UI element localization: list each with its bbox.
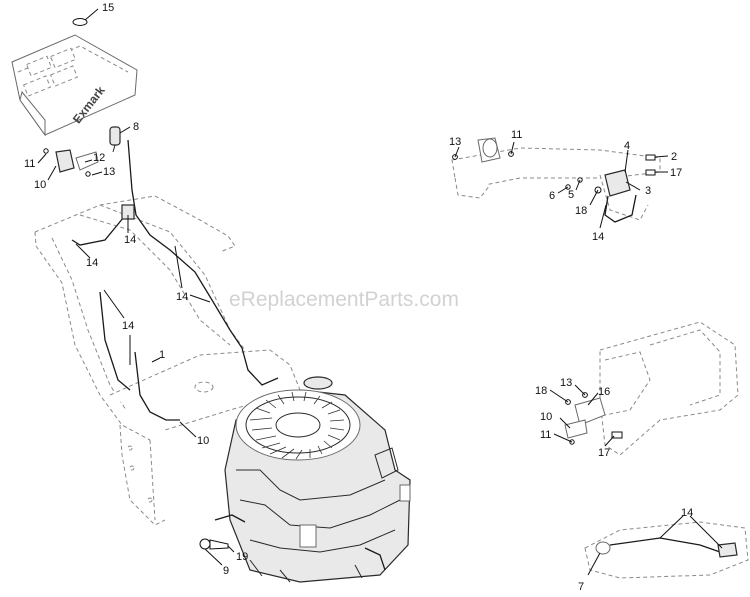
callout-12: 12 — [93, 152, 105, 164]
callout-6: 6 — [549, 190, 555, 202]
callout-14: 14 — [592, 231, 604, 243]
callout-4: 4 — [624, 140, 630, 152]
callout-10: 10 — [197, 435, 209, 447]
handle-grip-assembly — [584, 521, 749, 579]
washer-icon — [199, 538, 211, 550]
callout-14: 14 — [122, 320, 134, 332]
callout-11: 11 — [511, 129, 522, 141]
callout-17: 17 — [670, 167, 682, 179]
callout-13: 13 — [449, 136, 461, 148]
watermark-text: eReplacementParts.com — [229, 288, 459, 311]
callout-17: 17 — [598, 447, 610, 459]
leader-lines — [37, 8, 723, 576]
callout-5: 5 — [568, 189, 574, 201]
callout-16: 16 — [598, 386, 610, 398]
callout-labels: 15 8 11 10 12 13 14 14 14 14 1 10 9 19 1… — [24, 2, 693, 593]
callout-10: 10 — [540, 411, 552, 423]
callout-18: 18 — [575, 205, 587, 217]
switch-bracket-left — [43, 148, 99, 177]
callout-15: 15 — [102, 2, 114, 14]
callout-9: 9 — [223, 565, 229, 577]
callout-18: 18 — [535, 385, 547, 397]
wire-harness — [127, 139, 279, 386]
callout-11: 11 — [540, 429, 551, 441]
callout-2: 2 — [671, 151, 677, 163]
callout-19: 19 — [236, 551, 248, 563]
console-cover: Exmark — [11, 34, 138, 137]
callout-14: 14 — [681, 507, 693, 519]
callout-3: 3 — [645, 185, 651, 197]
callout-8: 8 — [133, 121, 139, 133]
callout-11: 11 — [24, 158, 35, 170]
callout-1: 1 — [159, 349, 165, 361]
switch-part-8 — [109, 126, 121, 153]
callout-14: 14 — [176, 291, 188, 303]
callout-10: 10 — [34, 179, 46, 191]
engine — [214, 376, 411, 583]
handle-crossbar-assembly — [451, 137, 661, 223]
bolt-icon — [209, 539, 229, 550]
grommet-icon — [72, 18, 88, 26]
callout-14: 14 — [124, 234, 136, 246]
side-panel-assembly — [564, 321, 739, 456]
callout-14: 14 — [86, 257, 98, 269]
handle-frame — [34, 195, 301, 526]
callout-13: 13 — [560, 377, 572, 389]
callout-7: 7 — [578, 581, 584, 593]
callout-13: 13 — [103, 166, 115, 178]
